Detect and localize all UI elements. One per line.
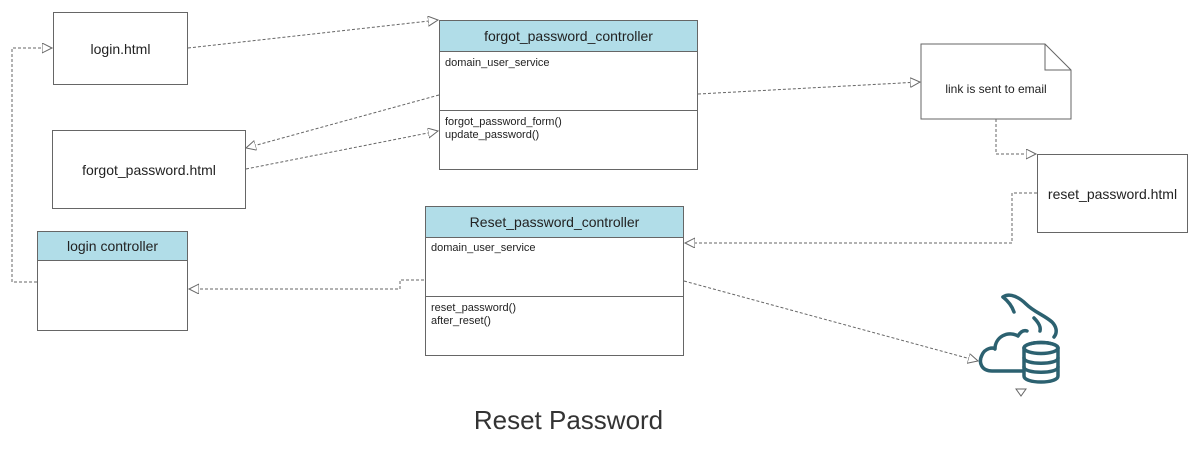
reset-password-html-label: reset_password.html	[1047, 185, 1178, 202]
edge-reset-controller-to-database	[683, 280, 978, 361]
edge-forgot-controller-to-email-note	[697, 82, 920, 95]
edge-reset-controller-to-login-controller	[189, 279, 424, 289]
edge-login-controller-to-login-html	[11, 48, 52, 283]
email-note-shape	[920, 43, 1072, 120]
database-anchor-icon	[1015, 388, 1027, 397]
reset-password-controller-title: Reset_password_controller	[426, 207, 683, 238]
forgot-password-controller-attribute: domain_user_service	[445, 57, 550, 69]
diagram-title: Reset Password	[473, 405, 664, 435]
forgot-password-controller-method: forgot_password_form()	[445, 116, 562, 128]
reset-password-controller-method: reset_password()	[431, 302, 516, 314]
reset-password-controller-divider	[426, 296, 683, 297]
forgot-password-controller-method: update_password()	[445, 129, 540, 141]
forgot-password-controller-title: forgot_password_controller	[440, 21, 697, 52]
edge-login-to-forgot-controller	[187, 20, 438, 49]
forgot-password-controller-name: forgot_password_controller	[484, 28, 653, 44]
edge-reset-html-to-reset-controller	[685, 192, 1037, 243]
login-html-label: login.html	[90, 40, 151, 57]
reset-password-controller-method: after_reset()	[431, 315, 491, 327]
login-controller-class: login controller	[37, 231, 188, 331]
email-note-label: link is sent to email	[945, 82, 1047, 96]
login-controller-name: login controller	[66, 238, 159, 254]
reset-password-controller-attribute: domain_user_service	[431, 242, 536, 254]
forgot-password-controller-divider	[440, 110, 697, 111]
edge-forgot-controller-to-forgot-html	[246, 94, 440, 148]
forgot-password-html-label: forgot_password.html	[82, 161, 216, 178]
mysql-cloud-database-icon	[978, 293, 1060, 384]
reset-password-html-node: reset_password.html	[1037, 154, 1188, 233]
login-controller-title: login controller	[38, 232, 187, 261]
forgot-password-controller-class: forgot_password_controller domain_user_s…	[439, 20, 698, 170]
edge-forgot-html-to-forgot-controller	[245, 131, 438, 170]
reset-password-controller-name: Reset_password_controller	[469, 214, 640, 230]
reset-password-controller-class: Reset_password_controller domain_user_se…	[425, 206, 684, 356]
login-html-node: login.html	[53, 12, 188, 85]
forgot-password-html-node: forgot_password.html	[52, 130, 246, 209]
edge-email-note-to-reset-html	[995, 119, 1036, 154]
